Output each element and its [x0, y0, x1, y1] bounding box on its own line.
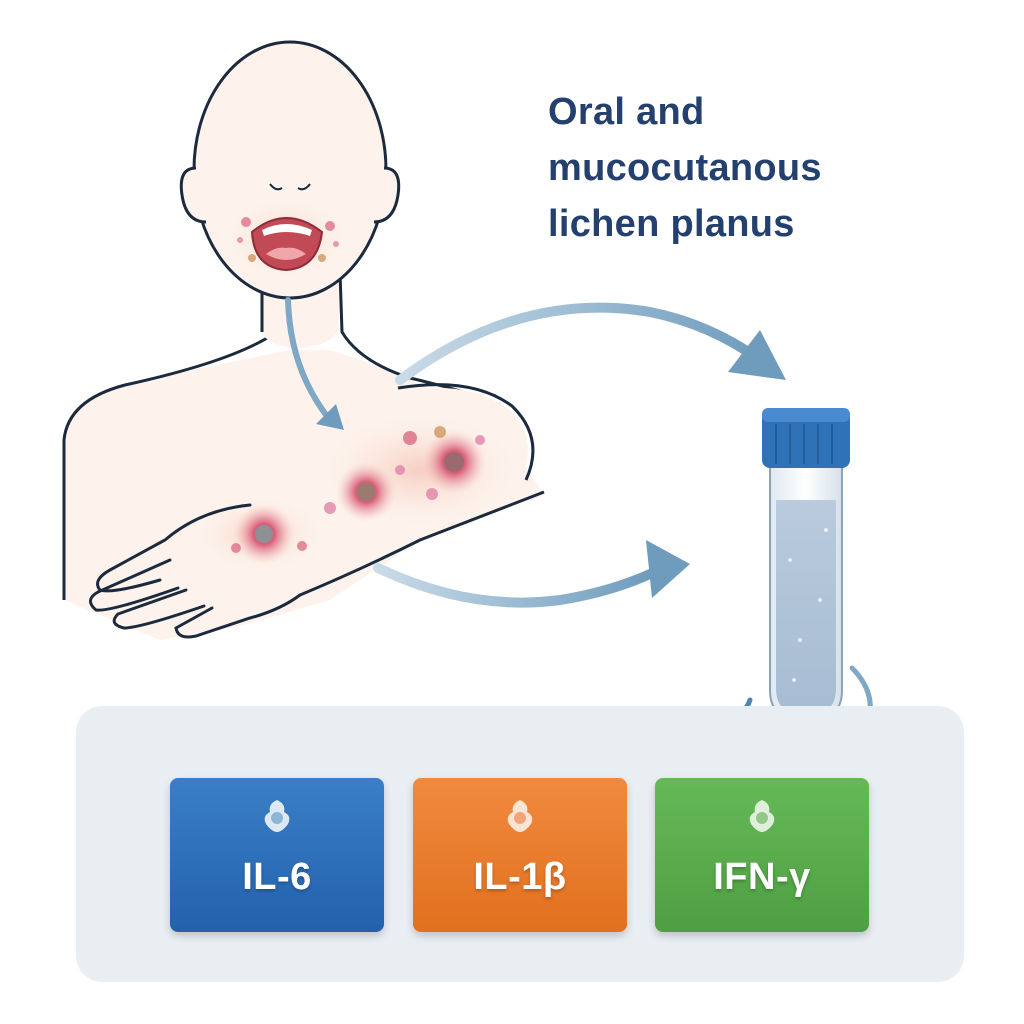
right-ear [373, 166, 401, 224]
arrow-to-tube-top [395, 302, 765, 385]
left-ear [179, 166, 207, 224]
hand [89, 503, 302, 639]
person-illustration [62, 40, 545, 640]
title-line-3: lichen planus [548, 203, 795, 245]
cytokine-tile-il6: IL-6 [170, 778, 384, 932]
cytokine-label: IL-6 [242, 856, 312, 898]
cell-icon [507, 800, 533, 832]
mouth-lesions [237, 217, 339, 262]
cell-icon [749, 800, 775, 832]
cell-icon [264, 800, 290, 832]
cytokine-tile-ifn: IFN-γ [655, 778, 869, 932]
cytokine-label: IFN-γ [713, 856, 811, 898]
diagram-title: Oral and mucocutanous lichen planus [548, 84, 968, 252]
arrow-arm-to-tube [373, 563, 655, 608]
skin-lesions [231, 426, 486, 564]
title-line-2: mucocutanous [548, 147, 822, 189]
shoulder-outline [62, 333, 273, 600]
cytokine-label: IL-1β [473, 856, 567, 898]
arrow-mouth-to-arm [285, 297, 333, 423]
nose [269, 183, 311, 191]
cytokine-tile-il1b: IL-1β [413, 778, 627, 932]
test-tube-icon [762, 408, 850, 724]
title-line-1: Oral and [548, 91, 705, 133]
